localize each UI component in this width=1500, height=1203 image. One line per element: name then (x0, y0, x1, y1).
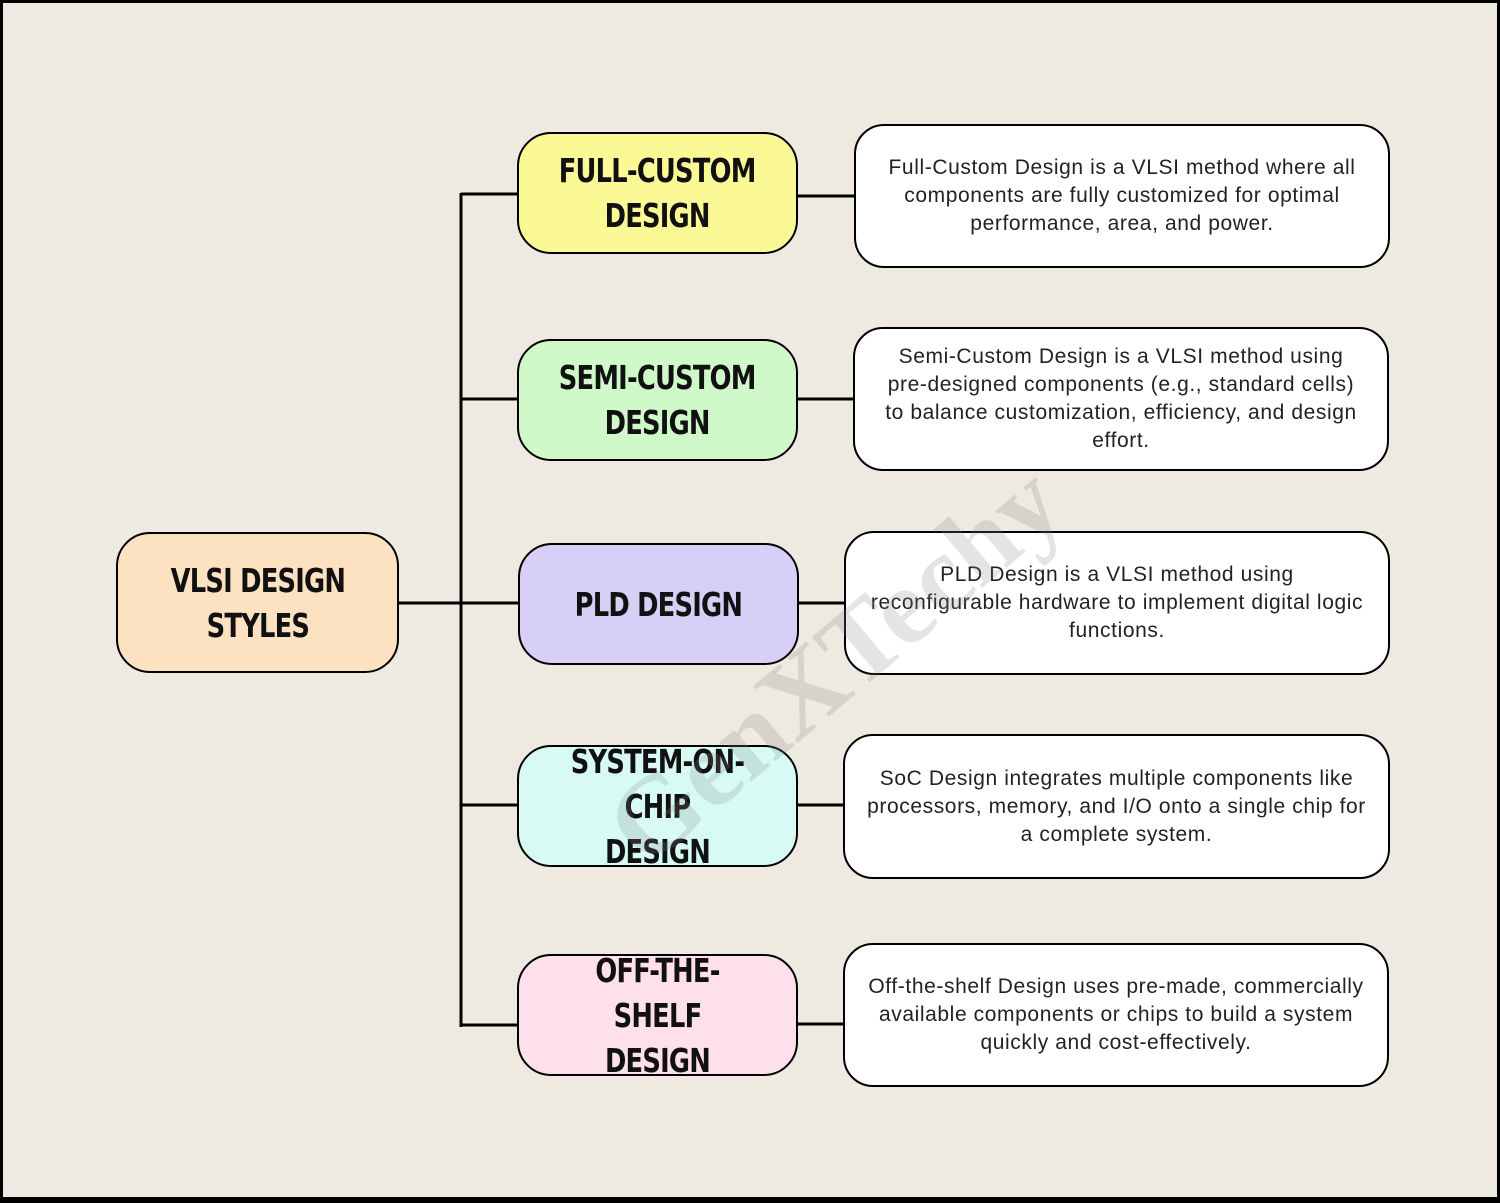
branch-label: OFF-THE-SHELF DESIGN (595, 950, 720, 1080)
branch-node-pld: PLD DESIGN (518, 543, 799, 665)
branch-node-full-custom: FULL-CUSTOM DESIGN (517, 132, 798, 254)
description-semi-custom: Semi-Custom Design is a VLSI method usin… (853, 327, 1389, 471)
branch-node-soc: SYSTEM-ON-CHIP DESIGN (517, 742, 798, 871)
branch-label: SEMI-CUSTOM DESIGN (559, 358, 757, 442)
description-full-custom: Full-Custom Design is a VLSI method wher… (854, 124, 1390, 268)
description-pld: PLD Design is a VLSI method using reconf… (844, 531, 1390, 675)
description-text: Full-Custom Design is a VLSI method wher… (888, 156, 1356, 235)
root-node: VLSI DESIGN STYLES (116, 532, 399, 673)
description-text: PLD Design is a VLSI method using reconf… (870, 563, 1364, 642)
branch-label: SYSTEM-ON-CHIP DESIGN (570, 741, 745, 871)
connector-lines (398, 192, 855, 1027)
description-off-the-shelf: Off-the-shelf Design uses pre-made, comm… (843, 943, 1389, 1087)
branch-node-semi-custom: SEMI-CUSTOM DESIGN (517, 339, 798, 461)
branch-label: PLD DESIGN (574, 584, 743, 624)
description-soc: SoC Design integrates multiple component… (843, 734, 1390, 879)
description-text: Semi-Custom Design is a VLSI method usin… (885, 345, 1357, 452)
branch-label: FULL-CUSTOM DESIGN (559, 151, 757, 235)
root-node-label: VLSI DESIGN STYLES (170, 560, 345, 645)
branch-node-off-the-shelf: OFF-THE-SHELF DESIGN (517, 951, 798, 1080)
description-text: SoC Design integrates multiple component… (867, 766, 1366, 846)
description-text: Off-the-shelf Design uses pre-made, comm… (868, 975, 1364, 1054)
